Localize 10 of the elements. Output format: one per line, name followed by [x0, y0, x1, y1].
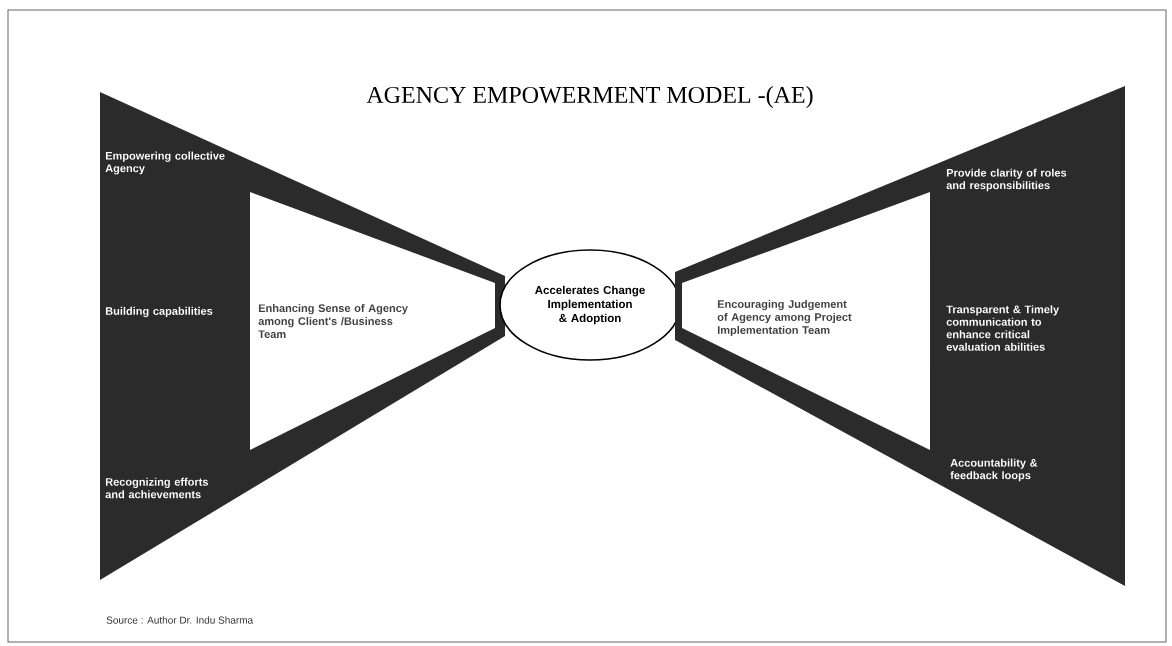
triangle-text: Encouraging Judgement of Agency among Project Implementation Team [717, 299, 852, 337]
source-note: Source : Author Dr. Indu Sharma [106, 616, 254, 624]
band-text: Accountability & feedback loops [950, 458, 1038, 482]
band-text: Provide clarity of roles and responsibilities [946, 168, 1067, 192]
band-text: Recognizing efforts and achievements [105, 477, 209, 499]
band-text: Transparent & Timely communication to enhance critical evaluation abilities [946, 305, 1060, 351]
band-text: Empowering collective Agency [105, 151, 225, 175]
title: AGENCY EMPOWERMENT MODEL -(AE) [366, 86, 813, 108]
triangle-text: Enhancing Sense of Agency among Client's /Business Team [258, 303, 408, 339]
band-text: Building capabilities [105, 306, 213, 318]
